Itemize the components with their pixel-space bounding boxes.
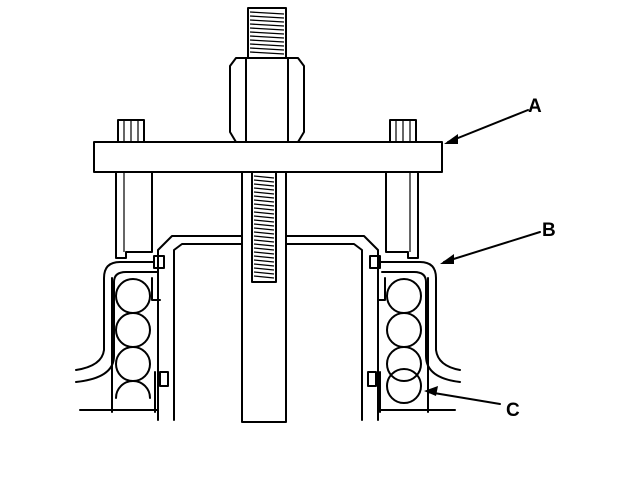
callout-label-a: A	[528, 96, 542, 117]
bearing-rollers-left	[111, 277, 161, 413]
leader-c-arrowhead	[424, 386, 438, 396]
crossbar-bolt-right	[389, 119, 417, 143]
leader-lines	[424, 109, 541, 405]
housing	[75, 261, 461, 411]
forcing-screw-top	[247, 7, 287, 59]
clip-right	[369, 255, 381, 269]
puller-crossbar	[93, 141, 443, 173]
puller-leg-right	[385, 169, 419, 259]
puller-leg-left	[115, 169, 153, 259]
leader-a-arrowhead	[444, 134, 458, 144]
lock-tab-right	[367, 371, 377, 387]
callout-label-b: B	[542, 220, 556, 241]
hex-nut	[229, 57, 305, 143]
lock-tab-left	[159, 371, 169, 387]
callout-label-c: C	[506, 400, 520, 421]
leader-b	[443, 231, 541, 263]
leader-b-arrowhead	[440, 254, 454, 264]
leader-c	[427, 391, 501, 405]
leader-a	[447, 109, 529, 143]
crossbar-bolt-left	[117, 119, 145, 143]
threaded-shaft	[241, 171, 287, 423]
bearing-rollers-right	[377, 277, 429, 413]
